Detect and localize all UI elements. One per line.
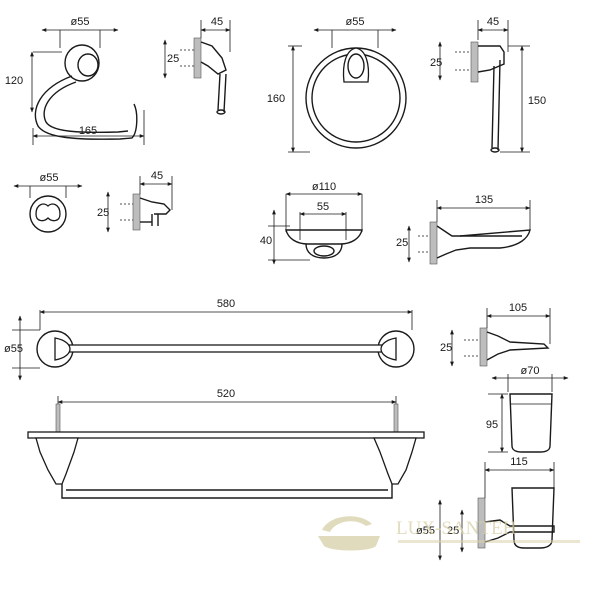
roll-holder-front-view: ø55 120 165 (5, 16, 145, 145)
dim-towel-ring-side-base: 25 (430, 57, 442, 69)
towel-bar-front-view: 580 ø55 (4, 298, 415, 381)
dim-soap-dish-height: 40 (260, 235, 272, 247)
dim-tumbler-side-dia: ø55 (416, 525, 435, 537)
towel-ring-side-view: 45 25 150 (430, 16, 546, 153)
dim-hook-dia: ø55 (40, 172, 59, 184)
dim-towel-ring-side-height: 150 (528, 95, 546, 107)
dim-soap-dish-depth: 135 (475, 194, 493, 206)
dim-tumbler-side-base: 25 (447, 525, 459, 537)
watermark-brand: LUX-SANTEH (396, 518, 517, 539)
dim-towel-bar-length: 580 (217, 298, 235, 310)
dim-towel-bar-side-base: 25 (440, 342, 452, 354)
dim-shelf-length: 520 (217, 388, 235, 400)
roll-holder-side-view: 45 25 (163, 16, 231, 115)
dim-hook-side-base: 25 (97, 207, 109, 219)
glass-shelf-front-view: 520 (27, 388, 425, 499)
dim-towel-bar-depth: 105 (509, 302, 527, 314)
soap-dish-side-view: 135 25 (396, 194, 531, 265)
dim-soap-dish-base: 55 (317, 201, 329, 213)
dim-towel-ring-dia: ø55 (346, 16, 365, 28)
towel-bar-side-view: 105 25 (440, 302, 551, 367)
dim-tumbler-dia: ø70 (521, 365, 540, 377)
dim-roll-holder-side-base: 25 (167, 53, 179, 65)
dim-soap-dish-outer: ø110 (312, 181, 336, 193)
soap-dish-front-view: ø110 55 40 (260, 181, 363, 265)
dim-roll-holder-height: 120 (5, 75, 23, 87)
dim-tumbler-depth: 115 (510, 456, 528, 468)
dim-roll-holder-depth: 45 (211, 16, 223, 28)
dim-roll-holder-dia: ø55 (71, 16, 90, 28)
dim-roll-holder-width: 165 (79, 125, 97, 137)
towel-ring-front-view: ø55 160 (267, 16, 407, 153)
dim-towel-ring-side-depth: 45 (487, 16, 499, 28)
dim-towel-ring-height: 160 (267, 93, 285, 105)
tumbler-holder-side-view: 115 ø55 25 (416, 456, 555, 561)
tumbler-front-view: ø70 95 (486, 365, 569, 453)
dim-tumbler-height: 95 (486, 419, 498, 431)
dim-hook-depth: 45 (151, 170, 163, 182)
hook-side-view: 45 25 (97, 170, 173, 233)
dim-soap-dish-side-base: 25 (396, 237, 408, 249)
hook-front-view: ø55 (13, 172, 83, 233)
watermark: LUX-SANTEH (318, 516, 580, 551)
dim-towel-bar-dia: ø55 (4, 343, 23, 355)
